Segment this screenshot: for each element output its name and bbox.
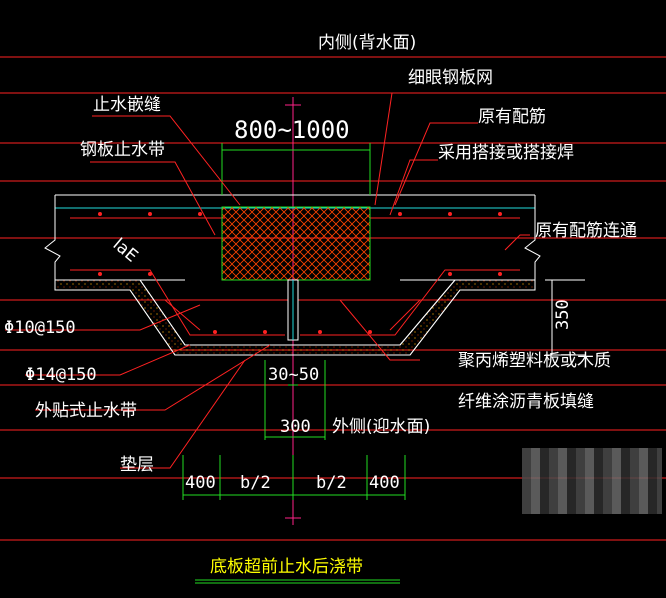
existing-rebar-cont-label: 原有配筋连通 [535, 221, 637, 241]
rebar-10-label: Φ10@150 [4, 318, 76, 338]
post-cast-block [221, 206, 371, 281]
fine-mesh-label: 细眼钢板网 [408, 68, 493, 88]
lae-label: laE [109, 235, 142, 267]
depth-350-label: 350 [553, 299, 573, 330]
dim-b2-right-label: b/2 [316, 473, 347, 493]
dim-gap [264, 360, 326, 440]
width-300-label: 300 [280, 417, 311, 437]
fiber-board-label: 纤维涂沥青板填缝 [458, 392, 594, 412]
existing-rebar-label: 原有配筋 [478, 107, 546, 127]
slab-outline [44, 194, 541, 356]
bottom-dim-chain [182, 455, 406, 500]
dim-350 [545, 279, 585, 356]
cushion-label: 垫层 [120, 455, 154, 475]
dim-400-left-label: 400 [185, 473, 216, 493]
dim-800-1000 [221, 143, 371, 195]
inner-side-label: 内侧(背水面) [318, 33, 416, 53]
lap-weld-label: 采用搭接或搭接焊 [438, 143, 574, 163]
drawing-title: 底板超前止水后浇带 [210, 557, 363, 577]
blurred-watermark [522, 448, 662, 514]
water-stop-seam-label: 止水嵌缝 [93, 95, 161, 115]
gap-30-50-label: 30~50 [268, 365, 319, 385]
external-waterstop-label: 外贴式止水带 [35, 401, 137, 421]
rebar-dots [98, 212, 502, 334]
leader-lines [5, 92, 530, 469]
span-dim-label: 800~1000 [234, 116, 350, 144]
outer-side-label: 外侧(迎水面) [332, 417, 430, 437]
pp-board-label: 聚丙烯塑料板或木质 [458, 351, 611, 371]
rebar-14-label: Φ14@150 [25, 365, 97, 385]
steel-waterstop [287, 279, 299, 341]
steel-waterstop-label: 钢板止水带 [80, 140, 165, 160]
dim-400-right-label: 400 [369, 473, 400, 493]
dim-b2-left-label: b/2 [240, 473, 271, 493]
